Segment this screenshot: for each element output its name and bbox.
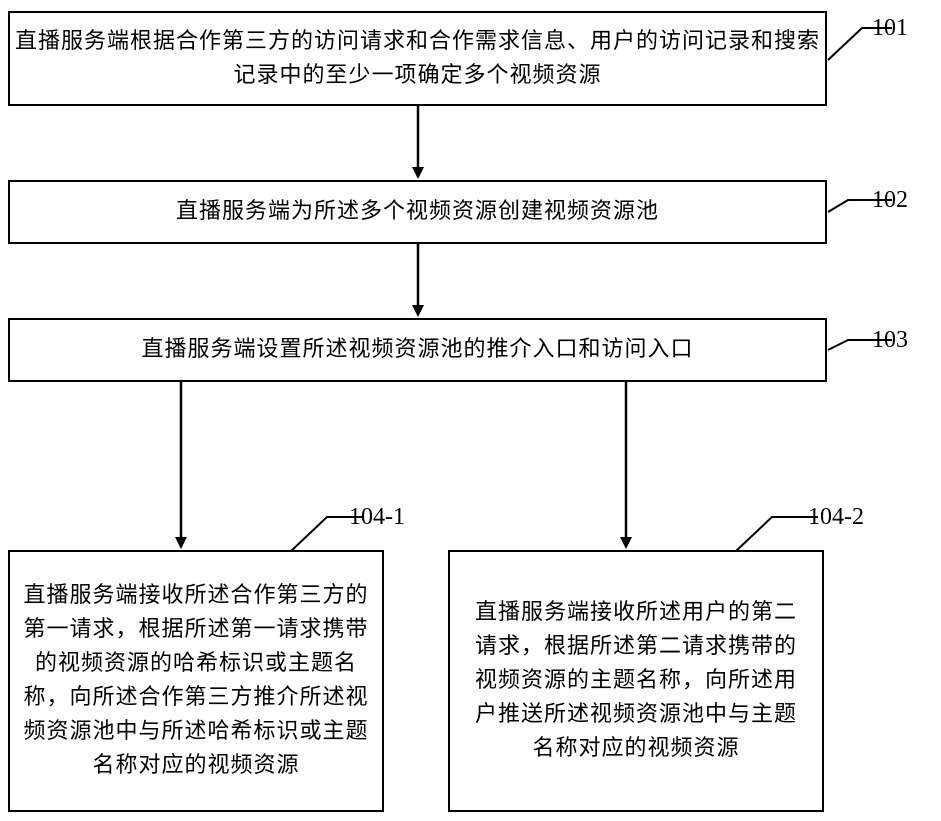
step-104-1-box: 直播服务端接收所述合作第三方的第一请求，根据所述第一请求携带的视频资源的哈希标识… <box>8 550 384 812</box>
step-104-2-text: 直播服务端接收所述用户的第二请求，根据所述第二请求携带的视频资源的主题名称，向所… <box>464 596 808 766</box>
step-101-label: 101 <box>872 14 908 42</box>
step-104-1-label: 104-1 <box>349 503 405 531</box>
step-103-box: 直播服务端设置所述视频资源池的推介入口和访问入口 <box>8 318 827 382</box>
step-104-2-box: 直播服务端接收所述用户的第二请求，根据所述第二请求携带的视频资源的主题名称，向所… <box>448 550 824 812</box>
leader-line-104-2 <box>735 517 818 552</box>
step-104-2-label: 104-2 <box>808 503 864 531</box>
step-101-text: 直播服务端根据合作第三方的访问请求和合作需求信息、用户的访问记录和搜索记录中的至… <box>10 25 825 93</box>
step-103-label: 103 <box>872 326 908 354</box>
step-101-box: 直播服务端根据合作第三方的访问请求和合作需求信息、用户的访问记录和搜索记录中的至… <box>8 11 827 106</box>
step-103-text: 直播服务端设置所述视频资源池的推介入口和访问入口 <box>141 333 693 367</box>
step-102-text: 直播服务端为所述多个视频资源创建视频资源池 <box>176 195 659 229</box>
step-102-label: 102 <box>872 186 908 214</box>
step-102-box: 直播服务端为所述多个视频资源创建视频资源池 <box>8 180 827 244</box>
step-104-1-text: 直播服务端接收所述合作第三方的第一请求，根据所述第一请求携带的视频资源的哈希标识… <box>20 579 372 783</box>
